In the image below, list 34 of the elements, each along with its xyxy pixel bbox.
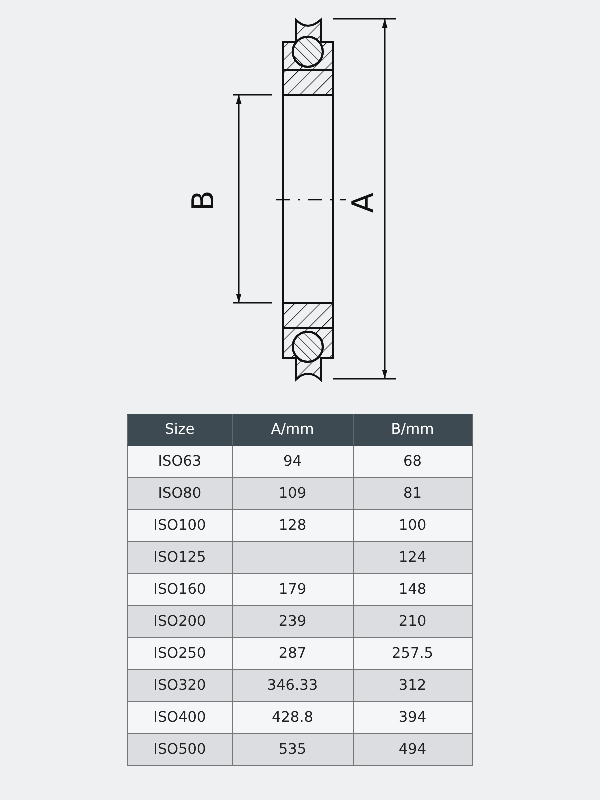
- dimension-value: 394: [353, 702, 472, 734]
- dimension-value: 239: [232, 606, 354, 638]
- dimension-value: 494: [353, 734, 472, 766]
- dimension-value: 81: [353, 478, 472, 510]
- dimension-value: 94: [232, 446, 354, 478]
- dimension-value: 68: [353, 446, 472, 478]
- size-value: ISO320: [128, 670, 232, 702]
- dimension-value: 257.5: [353, 638, 472, 670]
- dimension-label: B: [189, 190, 220, 212]
- dimension-value: 428.8: [232, 702, 354, 734]
- dimension-value: 312: [353, 670, 472, 702]
- dimension-value: 346.33: [232, 670, 354, 702]
- dimension-label: A: [349, 192, 380, 214]
- size-value: ISO100: [128, 510, 232, 542]
- size-value: ISO400: [128, 702, 232, 734]
- dimension-value: 124: [353, 542, 472, 574]
- size-value: ISO125: [128, 542, 232, 574]
- size-value: ISO250: [128, 638, 232, 670]
- dimension-value: 100: [353, 510, 472, 542]
- column-header: B/mm: [353, 414, 472, 446]
- size-value: ISO160: [128, 574, 232, 606]
- size-value: ISO500: [128, 734, 232, 766]
- dimension-value: 109: [232, 478, 354, 510]
- column-header: Size: [128, 414, 232, 446]
- size-value: ISO80: [128, 478, 232, 510]
- dimension-value: 179: [232, 574, 354, 606]
- size-value: ISO200: [128, 606, 232, 638]
- dimension-value: 210: [353, 606, 472, 638]
- dimension-value: 148: [353, 574, 472, 606]
- column-header: A/mm: [232, 414, 354, 446]
- dimension-value: 128: [232, 510, 354, 542]
- size-value: ISO63: [128, 446, 232, 478]
- dimension-value: 535: [232, 734, 354, 766]
- dimension-value: 287: [232, 638, 354, 670]
